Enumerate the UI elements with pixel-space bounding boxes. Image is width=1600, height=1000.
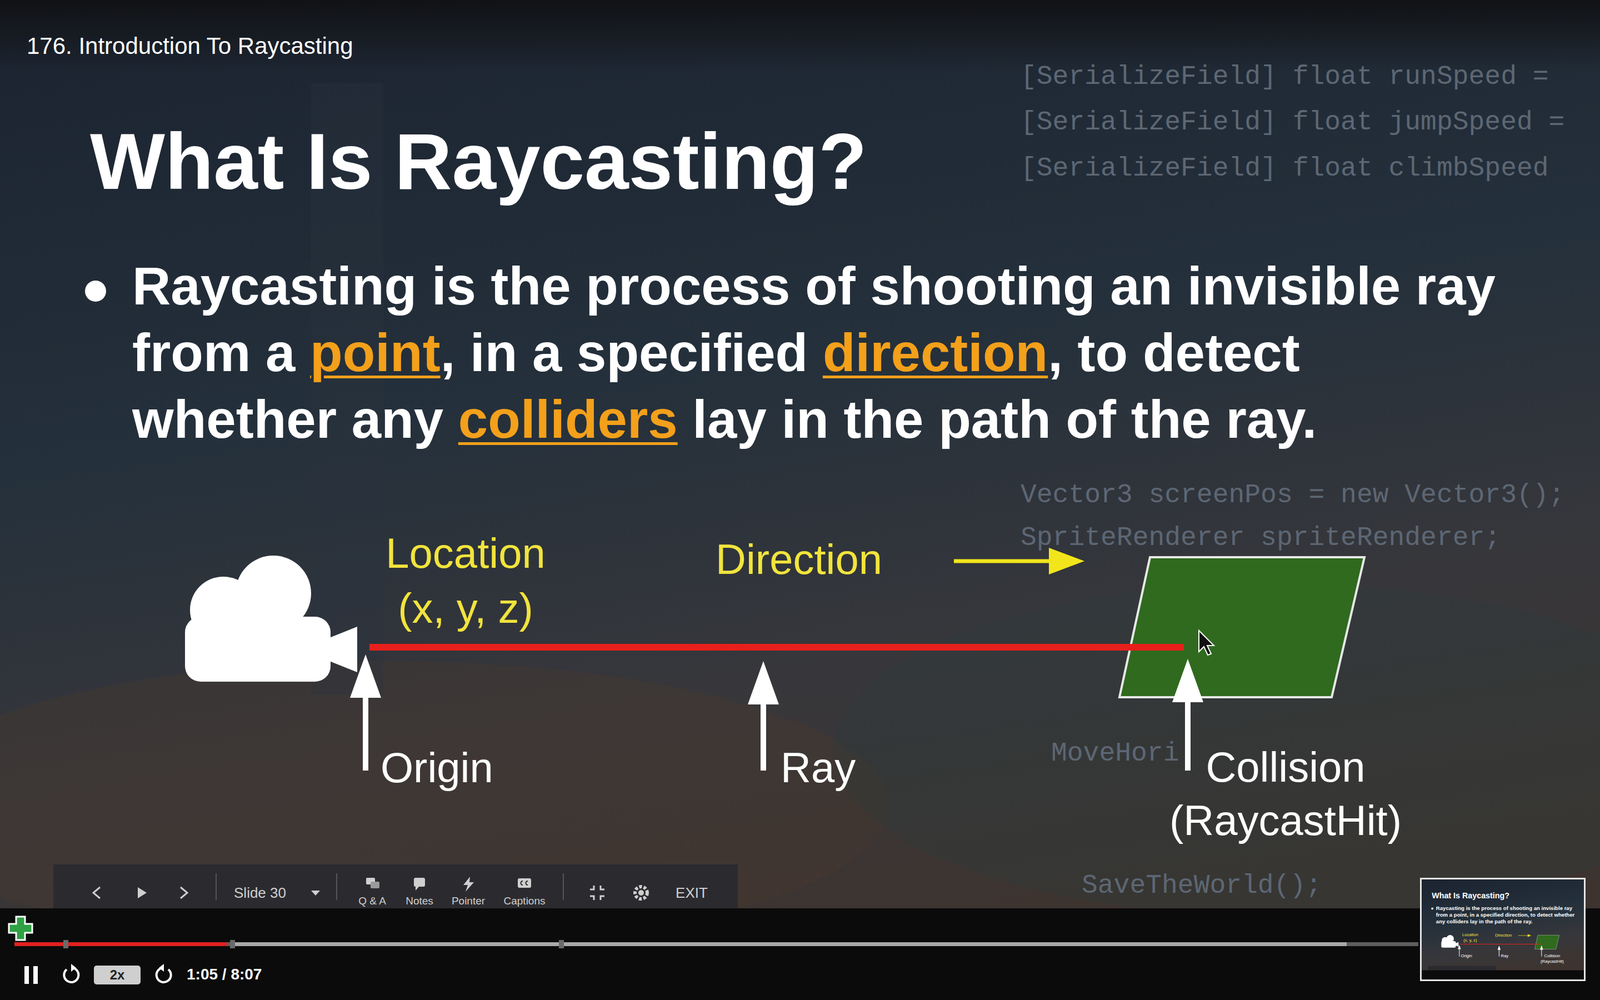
time-display: 1:05 / 8:07: [186, 964, 262, 985]
pause-icon: [24, 966, 29, 984]
slide-thumbnail: What Is Raycasting? Raycasting is the pro…: [1420, 877, 1586, 982]
thumb-label: Origin: [1461, 953, 1473, 959]
thumb-title: What Is Raycasting?: [1431, 891, 1510, 900]
toolbar-icons: [53, 864, 738, 909]
diagram-label: Collision (RaycastHit): [1152, 740, 1419, 848]
add-bookmark-icon: [8, 916, 33, 940]
code-watermark: [SerializeField] float jumpSpeed =: [1020, 106, 1565, 138]
button-label: Q & A: [344, 895, 400, 908]
code-watermark: SpriteRenderer spriteRenderer;: [1020, 522, 1501, 554]
player-bar: [0, 908, 1600, 1000]
progress-buffered: [232, 942, 1347, 947]
mouse-cursor: [1198, 630, 1214, 655]
keyword: colliders: [458, 389, 678, 449]
button-label: Pointer: [440, 895, 497, 908]
forward-icon: [158, 963, 164, 972]
rewind-icon: [71, 963, 77, 972]
thumb-label: Collision (RaycastHit): [1537, 953, 1567, 964]
code-watermark: SaveTheWorld();: [1081, 870, 1322, 902]
progress-track: [14, 942, 1419, 947]
code-watermark: Vector3 screenPos = new Vector3();: [1020, 479, 1565, 511]
diagram-label: Ray: [780, 740, 856, 795]
thumb-bullet: Raycasting is the process of shooting an…: [1436, 905, 1577, 925]
slide-title: What Is Raycasting?: [90, 121, 868, 202]
button-label: Captions: [493, 895, 555, 908]
code-watermark: MoveHori: [1051, 737, 1179, 769]
code-watermark: [SerializeField] float climbSpeed: [1020, 152, 1549, 184]
diagram-label: Origin: [380, 740, 494, 795]
speed-badge: 2x: [93, 965, 141, 985]
thumb-label: Ray: [1501, 953, 1509, 959]
keyword: direction: [822, 322, 1048, 383]
chapter-marker: [63, 940, 69, 949]
exit-button: EXIT: [669, 884, 714, 902]
thumb-label: Location (x, y, z): [1459, 932, 1482, 944]
slide-number: Slide 30: [226, 884, 294, 902]
button-label: Notes: [391, 895, 448, 908]
keyword: point: [310, 322, 441, 383]
code-watermark: [SerializeField] float runSpeed =: [1020, 61, 1549, 93]
bullet-text: , in a specified: [440, 322, 809, 383]
diagram-label: Location (x, y, z): [365, 525, 566, 636]
chapter-marker: [230, 940, 235, 949]
thumb-label: Direction: [1491, 932, 1516, 939]
pause-icon: [33, 966, 38, 984]
slide-toolbar: Slide 30 Q & ANotesPointerCaptions EXIT: [53, 864, 738, 909]
lecture-title: 176. Introduction To Raycasting: [26, 32, 354, 60]
progress-played: [14, 942, 227, 947]
diagram-label: Direction: [687, 531, 910, 587]
bullet-paragraph: Raycasting is the process of shooting an…: [132, 252, 1516, 453]
chapter-marker: [558, 940, 564, 949]
speed-label: 2x: [93, 965, 141, 985]
header-strip: [0, 0, 1600, 73]
bullet-text: lay in the path of the ray.: [692, 389, 1317, 449]
